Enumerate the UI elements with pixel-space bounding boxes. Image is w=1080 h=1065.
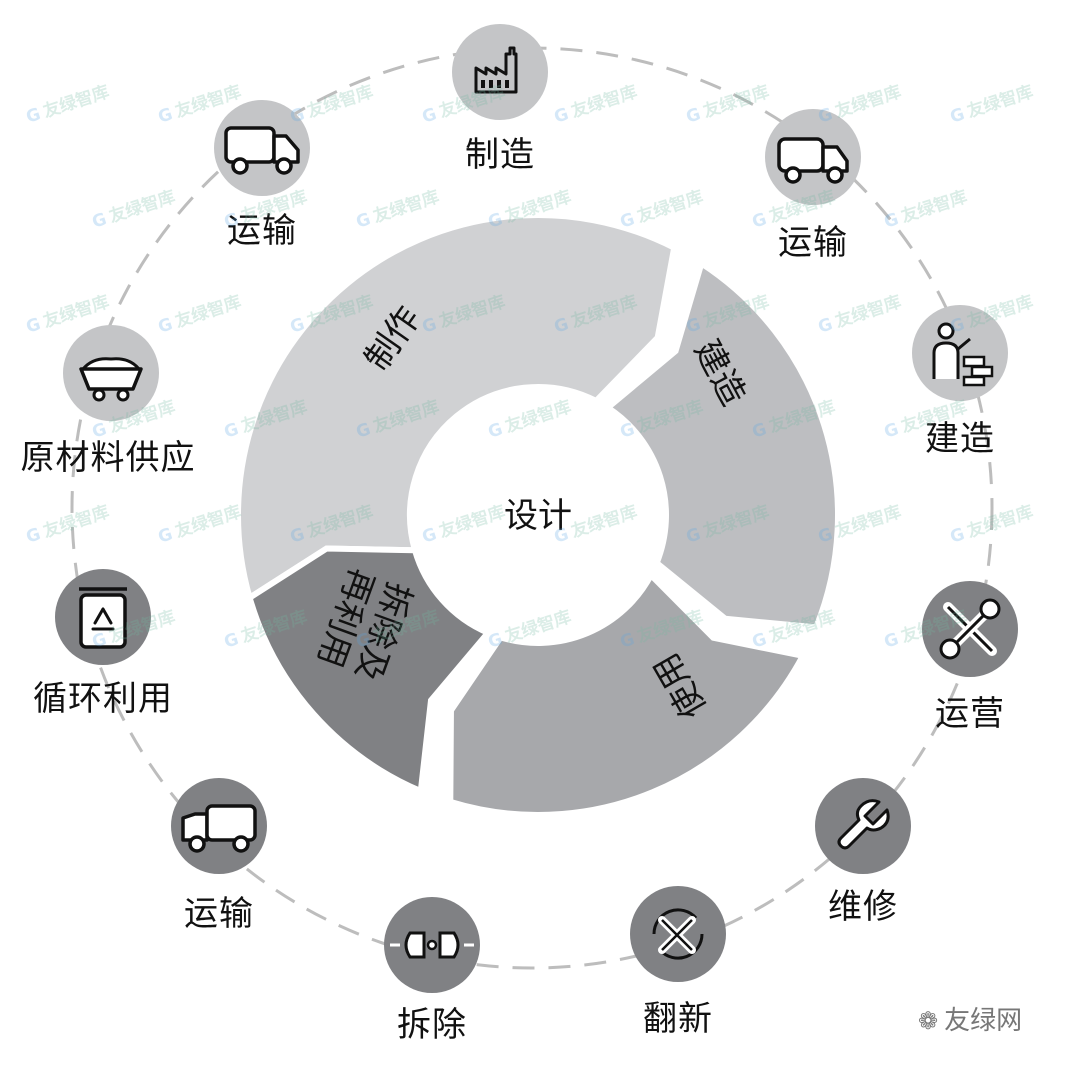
- node-raw-material: [63, 325, 159, 421]
- wechat-icon: ❁: [918, 1007, 939, 1035]
- construction-worker-icon: [912, 305, 1008, 401]
- node-repair: [815, 778, 911, 874]
- factory-icon: [452, 24, 548, 120]
- node-renovate: [630, 886, 726, 982]
- node-label-demolish: 拆除: [397, 1005, 467, 1045]
- center-label: 设计: [504, 496, 572, 536]
- node-transport-1: [765, 109, 861, 205]
- node-operate: [922, 581, 1018, 677]
- node-manufacture: [452, 24, 548, 120]
- node-label-construct: 建造: [925, 419, 995, 459]
- cycle-ring: [235, 212, 841, 818]
- node-label-renovate: 翻新: [643, 999, 713, 1039]
- center-hole: [410, 387, 666, 643]
- node-construct: [912, 305, 1008, 401]
- node-label-recycle: 循环利用: [33, 679, 173, 719]
- node-label-repair: 维修: [828, 887, 898, 927]
- renovation-cycle-icon: [630, 886, 726, 982]
- mine-cart-icon: [63, 325, 159, 421]
- demolition-icon: [384, 897, 480, 993]
- node-label-transport-1: 运输: [778, 223, 848, 263]
- node-label-operate: 运营: [935, 694, 1005, 734]
- node-demolish: [384, 897, 480, 993]
- node-transport-3: [214, 100, 310, 196]
- node-label-transport-3: 运输: [227, 211, 297, 251]
- wrench-screwdriver-icon: [922, 581, 1018, 677]
- source-credit: ❁友绿网: [918, 1000, 1022, 1037]
- node-label-raw-material: 原材料供应: [20, 438, 196, 478]
- truck-icon: [214, 100, 310, 196]
- source-credit-text: 友绿网: [944, 1006, 1023, 1036]
- recycle-bin-icon: [55, 569, 151, 665]
- node-recycle: [55, 569, 151, 665]
- repair-wrench-icon: [815, 778, 911, 874]
- truck-icon: [171, 778, 267, 874]
- truck-icon: [765, 109, 861, 205]
- node-label-manufacture: 制造: [465, 135, 535, 175]
- node-transport-2: [171, 778, 267, 874]
- node-label-transport-2: 运输: [184, 894, 254, 934]
